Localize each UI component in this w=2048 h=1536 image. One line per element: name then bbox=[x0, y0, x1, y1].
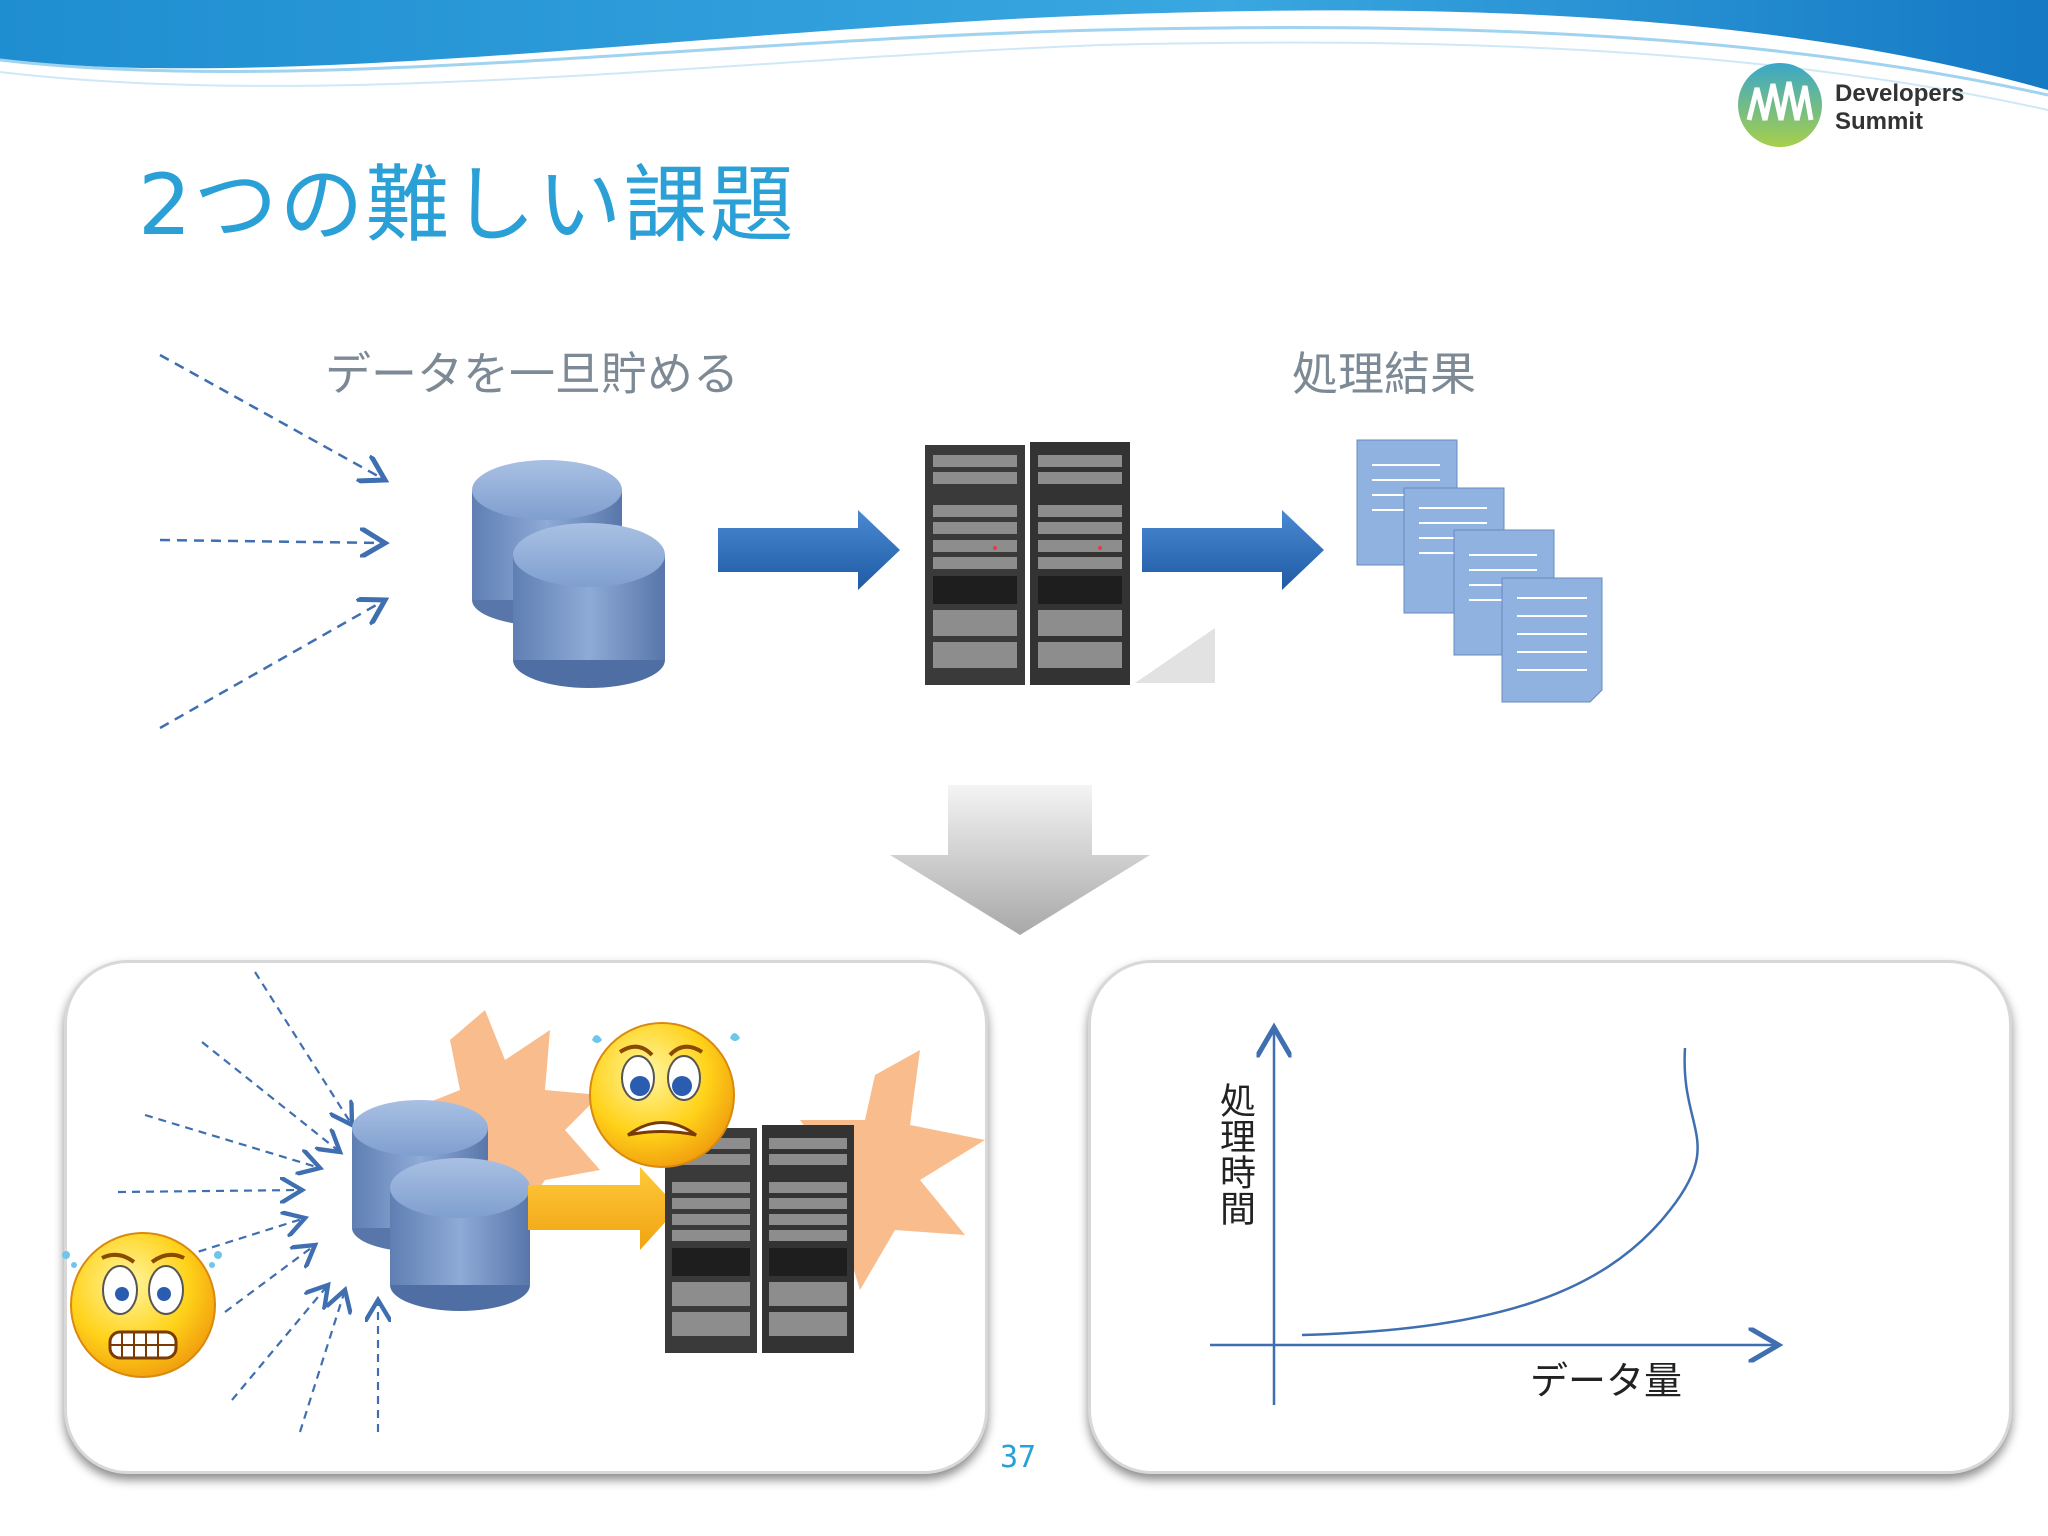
graph-y-label: 処理時間 bbox=[1214, 1082, 1255, 1226]
slide-title: 2つの難しい課題 bbox=[138, 156, 796, 254]
logo-mark-icon bbox=[1738, 63, 1822, 147]
incoming-data-arrows bbox=[159, 353, 385, 730]
process-diagram bbox=[159, 353, 1603, 730]
explosion-burst-icon bbox=[790, 1050, 985, 1290]
right-arrow-icon bbox=[1142, 510, 1324, 590]
database-icon bbox=[472, 460, 665, 688]
down-arrow-icon bbox=[890, 785, 1150, 935]
server-rack-icon bbox=[665, 1125, 854, 1353]
page-number: 37 bbox=[1000, 1440, 1037, 1475]
overload-illustration bbox=[62, 971, 985, 1433]
overload-arrow-icon bbox=[528, 1167, 678, 1250]
graph-x-label: データ量 bbox=[1530, 1359, 1683, 1403]
logo-line1: Developers bbox=[1835, 80, 1965, 107]
problem-panel-processing-time bbox=[1088, 960, 2012, 1474]
scared-face-icon bbox=[62, 1232, 222, 1378]
label-processing-result: 処理結果 bbox=[1292, 347, 1476, 401]
logo-text: Developers Summit bbox=[1835, 80, 1964, 136]
developers-summit-logo: Developers Summit bbox=[1735, 60, 1965, 155]
right-arrow-icon bbox=[718, 510, 900, 590]
worried-face-icon bbox=[589, 1022, 740, 1168]
document-stack-icon bbox=[1356, 439, 1603, 703]
server-rack-icon bbox=[925, 442, 1215, 685]
exponential-curve bbox=[1301, 1047, 1699, 1337]
database-icon bbox=[352, 1100, 530, 1311]
label-store-data: データを一旦貯める bbox=[325, 347, 739, 401]
processing-time-graph bbox=[1210, 1010, 1800, 1405]
logo-line2: Summit bbox=[1835, 108, 1924, 135]
flood-data-arrows bbox=[117, 971, 378, 1433]
